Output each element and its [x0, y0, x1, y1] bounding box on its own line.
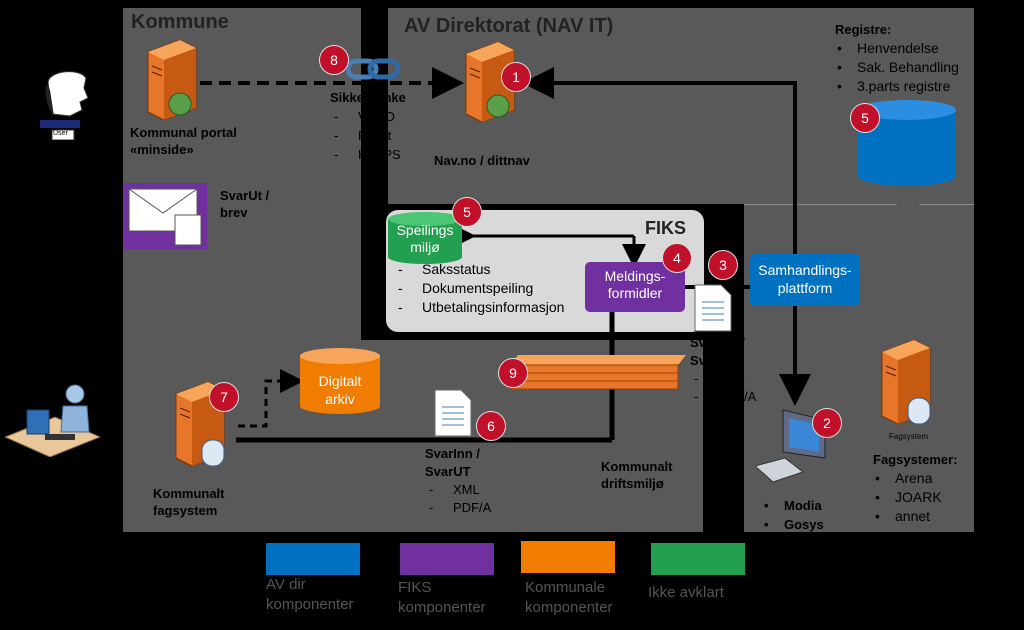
badge-9: 9 [498, 358, 528, 388]
sikker-lenke-title: Sikker lenke [330, 90, 406, 105]
list-item: Utbetalingsinformasjon [394, 298, 564, 317]
list-item: XML [690, 370, 756, 388]
svarinn-title: SvarInn /SvarUT [425, 446, 480, 479]
list-item: Privat [330, 126, 406, 145]
samhandlingsplattform-box: Samhandlings-plattform [750, 254, 860, 306]
badge-6: 6 [476, 411, 506, 441]
document-icon-formidler [694, 284, 732, 332]
kommune-title: Kommune [131, 11, 229, 33]
badge-4: 4 [662, 243, 692, 273]
legend-swatch-ikke-avklart [651, 543, 745, 575]
fiks-items-block: Saksstatus Dokumentspeiling Utbetalingsi… [394, 260, 564, 317]
badge-3: 3 [708, 250, 738, 280]
badge-1: 1 [501, 62, 531, 92]
samhandling-navno-line [522, 67, 797, 264]
list-item: PDF/A [690, 388, 756, 406]
chain-link-icon [346, 58, 400, 80]
user-caption: User [53, 130, 68, 137]
registre-title: Registre: [835, 22, 892, 37]
badge-7: 7 [209, 382, 239, 412]
sikker-lenke-block: Sikker lenke VPDO Privat HTTPS [330, 88, 406, 164]
navno-label: Nav.no / dittnav [434, 153, 530, 168]
registre-database-icon [858, 100, 956, 186]
envelope-icon [123, 183, 207, 249]
fagsystem-svarut-line [146, 240, 202, 398]
registre-block: Registre: Henvendelse Sak. Behandling 3.… [835, 20, 959, 96]
legend-label-ikke-avklart: Ikke avklart [648, 584, 724, 601]
list-item: HTTPS [330, 145, 406, 164]
list-item: VPDO [330, 107, 406, 126]
svarut-brev-label: SvarUt /brev [220, 188, 270, 220]
av-direktorat-title: AV Direktorat (NAV IT) [404, 15, 614, 37]
list-item: Saksstatus [394, 260, 564, 279]
panel-divider [744, 204, 974, 205]
list-item: Arena [873, 469, 958, 488]
svarinn-block: SvarInn /SvarUT XML PDF/A [425, 445, 491, 517]
fiks-title: FIKS [645, 218, 687, 238]
samhandling-registre-line [860, 182, 924, 277]
list-item: annet [873, 507, 958, 526]
fagsystem-right-server-icon [874, 340, 936, 430]
legend-swatch-kommunale [521, 541, 615, 573]
fagsystemer-title: Fagsystemer: [873, 452, 958, 467]
fagsystem-arkiv-line [238, 369, 304, 428]
portal-server-icon [140, 40, 198, 120]
list-item: Gosys [762, 515, 824, 534]
kommunal-portal-label: Kommunal portal«minside» [130, 125, 237, 157]
list-item: PDF/A [425, 499, 491, 517]
fagsystem-caption: Fagsystem [889, 432, 929, 441]
legend-swatch-fiks [400, 543, 494, 575]
list-item: Sak. Behandling [835, 58, 959, 77]
badge-2: 2 [812, 408, 842, 438]
list-item: Modia [762, 496, 824, 515]
badge-8: 8 [319, 45, 349, 75]
list-item: 3.parts registre [835, 77, 959, 96]
badge-5-registre: 5 [850, 103, 880, 133]
badge-5-fiks: 5 [452, 197, 482, 227]
svar-right-block: SvarInn /SvarUT XML PDF/A [690, 334, 756, 406]
legend-swatch-av [266, 543, 360, 575]
user-icon: User [40, 70, 92, 140]
list-item: Dokumentspeiling [394, 279, 564, 298]
document-icon-svarinn [434, 389, 472, 437]
svar-right-title: SvarInn /SvarUT [690, 335, 745, 368]
list-item: Henvendelse [835, 39, 959, 58]
workstation-user-icon [5, 382, 100, 457]
list-item: XML [425, 481, 491, 499]
list-item: JOARK [873, 488, 958, 507]
driftsmiljo-firewall-icon [508, 355, 686, 391]
modia-block: Modia Gosys [762, 496, 824, 534]
samhandling-fagsystem-line [860, 279, 924, 346]
fagsystemer-block: Fagsystemer: Arena JOARK annet [873, 450, 958, 526]
